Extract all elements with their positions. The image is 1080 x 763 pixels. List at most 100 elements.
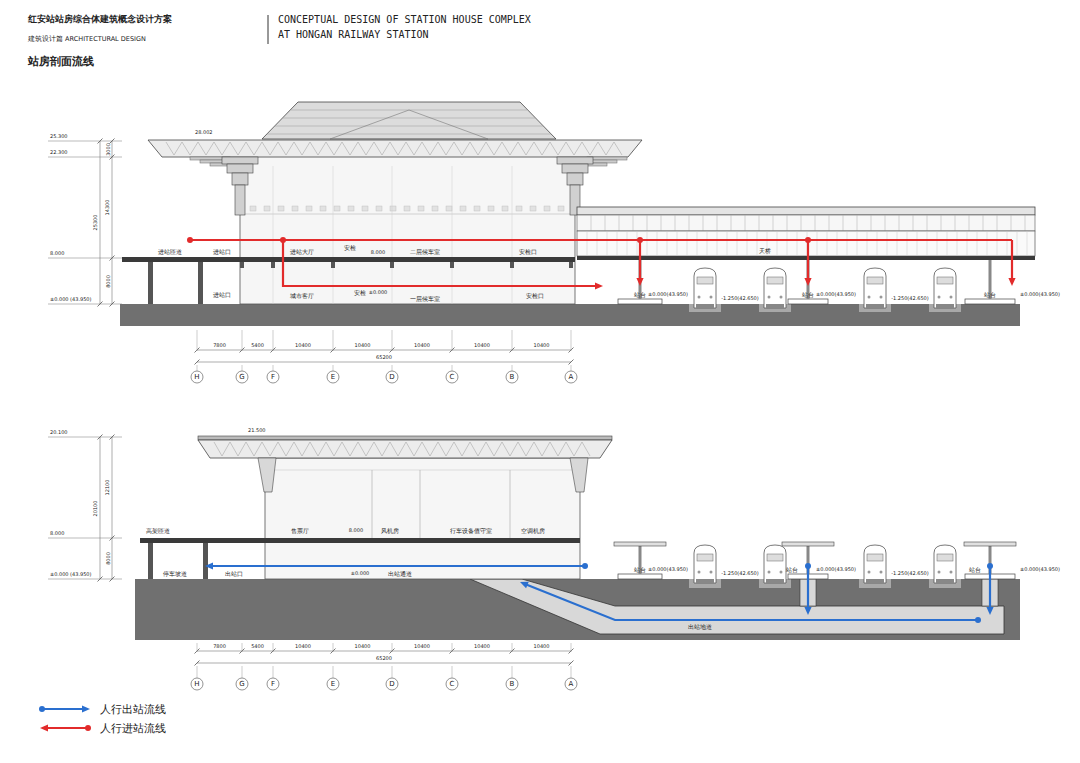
axis-line: [197, 643, 198, 652]
axis-line: [392, 643, 393, 652]
train-window: [767, 554, 783, 561]
glazing-mullion: [605, 215, 606, 231]
axis-line: [197, 330, 198, 351]
level-mark: -1.250(42.650): [891, 296, 929, 301]
facade-line: [240, 214, 575, 215]
overpass-mullion: [1007, 231, 1008, 256]
arrow-head: [1008, 278, 1015, 286]
level-mark: 25.300: [50, 134, 68, 139]
roof-eaves: [148, 140, 642, 157]
overpass-mullion: [587, 231, 588, 256]
axis-label: G: [239, 681, 244, 688]
arrow-head: [40, 724, 48, 731]
room-label: ±0.000: [351, 571, 370, 576]
axis-line: [197, 365, 198, 371]
axis-circle: [506, 678, 518, 690]
flow-line: [1011, 240, 1013, 280]
dimension: 7800: [213, 644, 226, 649]
ramp-support: [203, 543, 208, 579]
overpass-mullion: [737, 231, 738, 256]
bracket: [567, 173, 583, 185]
platform: [788, 299, 828, 304]
platform: [618, 299, 662, 304]
flow-dot: [187, 237, 193, 243]
train-bogie: [866, 579, 884, 583]
overpass-mullion: [697, 231, 698, 256]
dimension-line: [197, 362, 571, 363]
train-bogie: [936, 304, 954, 308]
clerestory-window: [502, 206, 508, 211]
overpass-mullion: [987, 231, 988, 256]
roof-gable: [330, 110, 488, 139]
glazing-mullion: [969, 215, 970, 231]
dimension: 14300: [106, 199, 111, 215]
level-mark: 21.500: [248, 428, 266, 433]
level-line: [48, 157, 122, 158]
clerestory-window: [390, 206, 396, 211]
column-head: [510, 262, 514, 268]
clerestory-window: [544, 206, 550, 211]
clerestory-window: [348, 206, 354, 211]
level-mark: ±0.000 (43.950): [50, 572, 92, 577]
arrow-head: [636, 278, 643, 286]
level-mark: ±0.000(43.950): [648, 292, 688, 297]
room-label: 进站匝道: [158, 249, 182, 255]
train-light: [768, 296, 771, 299]
axis-circle: [386, 371, 398, 383]
column-head: [240, 262, 244, 268]
flow-line: [283, 240, 597, 286]
train-light: [938, 571, 941, 574]
overpass-mullion: [597, 231, 598, 256]
overpass-mullion: [677, 231, 678, 256]
axis-circle: [191, 371, 203, 383]
flow-line: [190, 239, 1012, 241]
overpass-mullion: [1027, 231, 1028, 256]
level-line: [48, 304, 122, 305]
level-mark: ±0.000(43.950): [816, 292, 856, 297]
axis-line: [197, 666, 198, 678]
train-light: [768, 571, 771, 574]
glazing-mullion: [703, 215, 704, 231]
level-line: [48, 538, 122, 539]
clerestory-window: [530, 206, 536, 211]
axis-label: A: [569, 681, 574, 688]
axis-line: [392, 365, 393, 371]
column-line: [273, 166, 274, 257]
level-mark: 8.000: [50, 251, 64, 256]
room-label: 安检口: [519, 249, 537, 255]
flow-dot: [39, 706, 45, 712]
clerestory-window: [376, 206, 382, 211]
room-label: 天桥: [758, 248, 772, 254]
glazing-mullion: [801, 215, 802, 231]
overpass-mullion: [957, 231, 958, 256]
axis-line: [242, 666, 243, 678]
overpass-mullion: [867, 231, 868, 256]
bracket: [557, 157, 593, 164]
train-light: [698, 571, 701, 574]
bracket: [235, 185, 245, 215]
dimension: 10400: [295, 343, 311, 348]
level-mark: 20.100: [50, 430, 68, 435]
train-window: [767, 277, 783, 284]
column-head: [331, 262, 335, 268]
room-label: 出站通道: [388, 571, 412, 577]
room-label: 进站口: [213, 292, 231, 298]
axis-line: [333, 666, 334, 678]
clerestory-window: [404, 206, 410, 211]
axis-line: [242, 643, 243, 652]
overpass-mullion: [747, 231, 748, 256]
train-light: [868, 296, 871, 299]
legend-text: 人行出站流线: [100, 704, 166, 715]
flow-dot: [987, 563, 993, 569]
train-light: [880, 571, 883, 574]
glazing-mullion: [899, 215, 900, 231]
overpass-mullion: [777, 231, 778, 256]
axis-line: [452, 643, 453, 652]
train-bogie: [766, 579, 784, 583]
column-line: [392, 262, 393, 304]
axis-line: [273, 666, 274, 678]
dimension-tick: [110, 435, 115, 440]
clerestory-window: [460, 206, 466, 211]
dimension-tick: [110, 256, 115, 261]
glazing-mullion: [1011, 215, 1012, 231]
